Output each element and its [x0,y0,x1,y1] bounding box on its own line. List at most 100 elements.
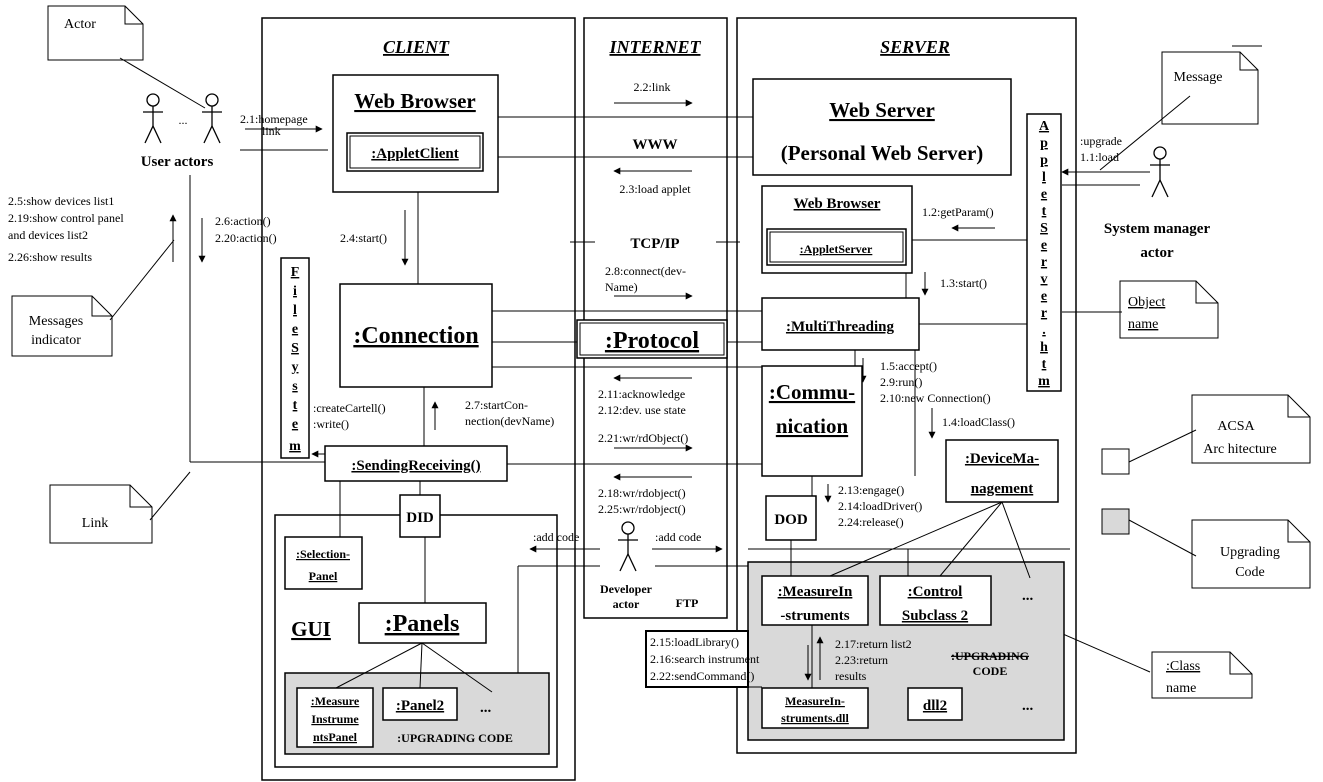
applet-server-box [766,228,907,266]
svg-text:actor: actor [613,597,640,611]
svg-text:l: l [293,303,297,318]
svg-text:2.1:homepage: 2.1:homepage [240,112,308,126]
svg-text:nication: nication [776,414,849,438]
protocol-label: :Protocol [605,328,700,354]
svg-text:e: e [1041,187,1047,202]
svg-text:Actor: Actor [64,17,96,32]
svg-text:Link: Link [82,516,108,531]
svg-text:h: h [1040,340,1048,355]
svg-text:m: m [289,439,301,454]
dll2-label: dll2 [923,698,947,714]
svg-text:p: p [1040,136,1048,151]
note-object-name: Object name [1119,280,1219,339]
svg-text:m: m [1038,374,1050,389]
svg-text:2.17:return list2: 2.17:return list2 [835,637,912,651]
svg-text:1.4:loadClass(): 1.4:loadClass() [942,415,1015,429]
applet-client-box [346,132,484,172]
internet-frame [583,17,728,619]
multithreading-label: :MultiThreading [786,319,895,335]
did-label: DID [406,510,434,526]
multithreading-box [761,297,920,351]
svg-text:2.25:wr/rdobject(): 2.25:wr/rdobject() [598,502,686,516]
svg-text:struments.dll: struments.dll [781,711,849,725]
selection-panel-box [284,536,363,590]
svg-text:Arc hitecture: Arc hitecture [1203,442,1276,457]
file-system-box [280,257,310,459]
svg-text:S: S [1040,221,1048,236]
svg-text:2.15:loadLibrary(): 2.15:loadLibrary() [650,635,739,649]
sending-receiving-box [324,445,508,482]
user-actor-figure-2 [202,93,222,144]
svg-text:e: e [1041,238,1047,253]
dll2-box [907,687,963,721]
svg-text:name: name [1128,317,1158,332]
web-server-label: Web Server [829,98,935,122]
svg-text:t: t [293,398,298,413]
svg-text:e: e [292,322,298,337]
system-manager-actor-figure [1150,146,1170,198]
svg-text:indicator: indicator [31,333,81,348]
svg-text:2.8:connect(dev-: 2.8:connect(dev- [605,264,686,278]
svg-text::write(): :write() [313,417,349,431]
svg-text:link: link [262,124,281,138]
protocol-box [576,319,728,359]
file-system-label: F i l e S y s t e m [289,265,301,454]
device-management-label: :DeviceMa- [965,451,1039,467]
svg-text:Messages: Messages [29,314,83,329]
dod-box [765,495,817,541]
internet-title: INTERNET [608,37,701,57]
svg-text:1.5:accept(): 1.5:accept() [880,359,937,373]
applet-server-htm-label: A p p l e t S e r v e r . h t m [1038,119,1050,389]
svg-text:2.21:wr/rdObject(): 2.21:wr/rdObject() [598,431,688,445]
server-classes-ellipsis: ... [1022,588,1034,604]
svg-text:1.1:load: 1.1:load [1080,150,1119,164]
svg-text:2.23:return: 2.23:return [835,653,888,667]
message-note-link [1099,95,1191,171]
svg-text:2.26:show results: 2.26:show results [8,250,92,264]
svg-text:ACSA: ACSA [1217,419,1255,434]
developer-actor-label: Developer [600,582,653,596]
svg-text:2.7:startCon-: 2.7:startCon- [465,398,528,412]
applet-server-htm-box [1026,113,1062,392]
web-server-box [752,78,1012,176]
svg-text:v: v [1041,272,1048,287]
system-manager-label: System manager [1104,221,1211,237]
svg-text::Measure: :Measure [311,694,360,708]
svg-text:y: y [292,360,299,375]
svg-text:Panel: Panel [309,569,338,583]
panel2-label: :Panel2 [396,698,444,714]
svg-text::add code: :add code [533,530,579,544]
client-panels-ellipsis: ... [480,700,492,716]
load-library-message-box [645,630,749,688]
svg-text:S: S [291,341,299,356]
svg-text:2.14:loadDriver(): 2.14:loadDriver() [838,499,922,513]
developer-actor-figure [618,521,638,572]
server-upgrading-code-label: :UPGRADING [951,649,1029,663]
control-subclass-box [879,575,992,626]
measure-instruments-box [761,575,869,626]
svg-text:2.16:search instrument: 2.16:search instrument [650,652,760,666]
note-link: Link [49,484,153,544]
svg-text:2.22:sendCommand(): 2.22:sendCommand() [650,669,754,683]
svg-text:1.3:start(): 1.3:start() [940,276,987,290]
measure-instruments-label: :MeasureIn [778,584,853,600]
svg-text:2.12:dev. use state: 2.12:dev. use state [598,403,686,417]
svg-text::add code: :add code [655,530,701,544]
svg-text:results: results [835,669,867,683]
svg-text:actor: actor [1140,245,1174,261]
server-frame [736,17,1077,754]
server-dll-ellipsis: ... [1022,698,1034,714]
sending-receiving-label: :SendingReceiving() [351,458,480,474]
svg-text:Name): Name) [605,280,638,294]
device-management-box [945,439,1059,503]
user-actor-ellipsis: ... [179,113,188,127]
svg-text:t: t [1042,204,1047,219]
communication-label: :Commu- [769,380,855,404]
tcpip-label: TCP/IP [630,236,679,252]
control-subclass-label: :Control [908,584,963,600]
panel2-box [382,687,458,721]
communication-box [761,365,863,477]
svg-text:e: e [292,417,298,432]
svg-text:Message: Message [1174,70,1223,85]
